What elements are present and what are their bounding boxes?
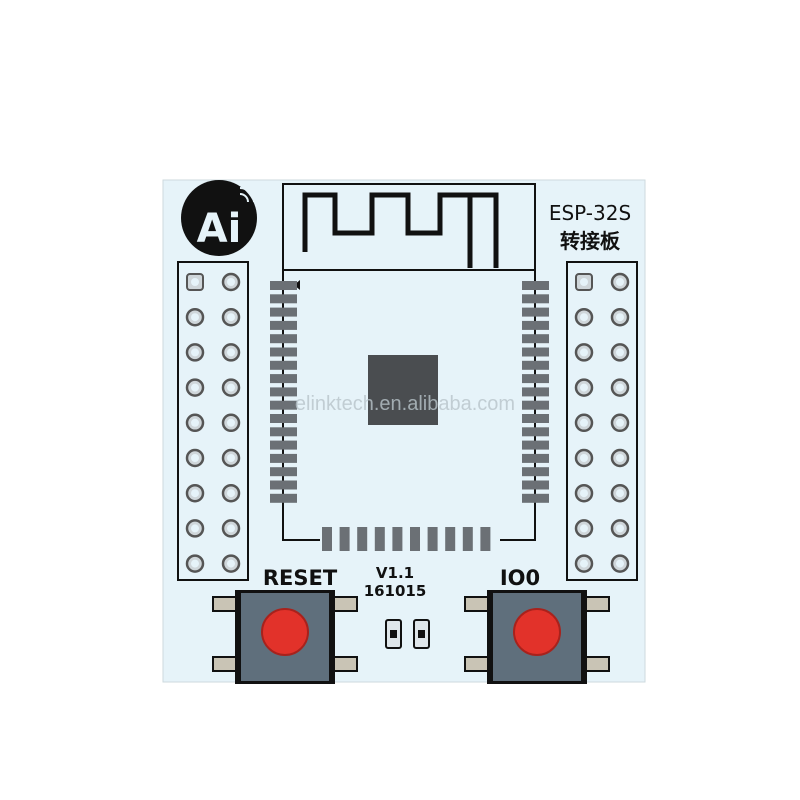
switch-leg (332, 596, 358, 612)
module-pad (270, 320, 297, 330)
switch-leg (584, 596, 610, 612)
reset-button[interactable] (212, 590, 358, 684)
io0-label: IO0 (500, 566, 540, 590)
right-header-outline (566, 261, 638, 581)
module-pad (522, 453, 549, 463)
module-pad (427, 527, 438, 551)
switch-leg (584, 656, 610, 672)
button-cap[interactable] (513, 608, 561, 656)
module-pad (270, 334, 297, 344)
module-pad (270, 281, 297, 290)
ai-thinker-logo: Ai (181, 180, 257, 256)
io0-button[interactable] (464, 590, 610, 684)
version-label: V1.1 (376, 564, 414, 582)
module-pad (339, 527, 350, 551)
switch-leg (464, 596, 490, 612)
module-pad (522, 374, 549, 384)
module-pad (270, 453, 297, 463)
module-pad (322, 527, 332, 551)
module-pad (522, 467, 549, 477)
ground-pad (368, 355, 438, 425)
module-pad (270, 400, 297, 410)
module-pad (270, 360, 297, 370)
module-pad (270, 440, 297, 450)
model-label: ESP-32S (549, 201, 631, 225)
module-pad (392, 527, 403, 551)
module-pad (522, 334, 549, 344)
module-pad (522, 427, 549, 437)
module-pad (522, 320, 549, 330)
switch-leg (212, 596, 238, 612)
module-pad (522, 281, 549, 290)
module-pad (445, 527, 456, 551)
module-pad (270, 467, 297, 477)
module-pad (522, 414, 549, 423)
module-pad (270, 374, 297, 384)
header-pins (185, 272, 630, 573)
antenna-area (282, 183, 536, 271)
module-pad (522, 347, 549, 357)
module-pad (522, 360, 549, 370)
module-pad (270, 347, 297, 357)
module-pad (480, 527, 491, 551)
button-cap[interactable] (261, 608, 309, 656)
module-pad (522, 400, 549, 410)
module-pad (357, 527, 368, 551)
date-code-label: 161015 (364, 582, 427, 600)
module-pad (522, 307, 549, 317)
switch-leg (212, 656, 238, 672)
module-pad (410, 527, 420, 551)
module-pad (270, 427, 297, 437)
module-pad (522, 387, 549, 397)
module-pad (522, 493, 549, 503)
module-pad (270, 414, 297, 423)
module-pad (522, 294, 549, 304)
module-pad (270, 387, 297, 397)
module-pad (522, 480, 549, 490)
switch-leg (332, 656, 358, 672)
switch-leg (464, 656, 490, 672)
logo-text: Ai (197, 206, 242, 252)
module-pad (270, 307, 297, 317)
watermark: elinktech.en.alibaba.com (295, 393, 515, 415)
module-pad (374, 527, 385, 551)
left-header-outline (177, 261, 249, 581)
module-pad (522, 440, 549, 450)
model-sublabel: 转接板 (560, 229, 621, 253)
module-pad (270, 294, 297, 304)
module-outline (282, 270, 536, 541)
module-pad (270, 493, 297, 503)
module-pad (270, 480, 297, 490)
module-pad (462, 527, 473, 551)
module-pads (270, 281, 549, 551)
reset-label: RESET (263, 566, 338, 590)
smd-resistors (385, 619, 430, 649)
